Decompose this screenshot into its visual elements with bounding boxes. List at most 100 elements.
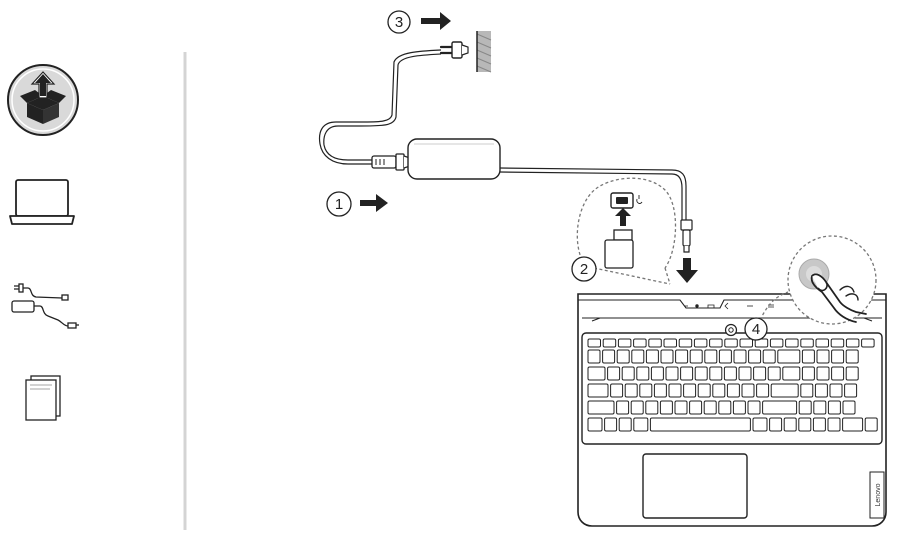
keyboard-key [756, 383, 770, 398]
keyboard-key [831, 366, 845, 381]
keyboard-key [842, 417, 864, 432]
keyboard-key [636, 366, 650, 381]
keyboard-key [709, 338, 723, 348]
step-3-label: 3 [387, 10, 411, 34]
keyboard-key [762, 349, 776, 364]
keyboard-key [801, 349, 815, 364]
keyboard-key [798, 417, 812, 432]
keyboard-key [624, 383, 638, 398]
keyboard-key [767, 366, 781, 381]
keyboard-key [618, 417, 632, 432]
dc-plug-icon [680, 219, 693, 253]
keyboard-key [845, 349, 859, 364]
keyboard-key [694, 366, 708, 381]
cord-connector-icon [371, 153, 411, 171]
keyboard-key [683, 383, 697, 398]
keyboard-key [718, 400, 732, 415]
step-1-label: 1 [326, 191, 352, 217]
keyboard-key [844, 383, 858, 398]
keyboard-key [800, 383, 814, 398]
keyboard-key [665, 366, 679, 381]
keyboard-key [639, 383, 653, 398]
keyboard-key [693, 338, 708, 348]
keyboard-key [602, 349, 616, 364]
svg-text:Lenovo: Lenovo [875, 483, 882, 506]
keyboard-key [783, 417, 797, 432]
keyboard-key [738, 366, 752, 381]
keyboard-key [801, 366, 815, 381]
keyboard-key [616, 400, 630, 415]
keyboard-key [631, 349, 645, 364]
keyboard-key [829, 383, 843, 398]
step-3-arrow-icon [421, 12, 451, 30]
step-2-label: 2 [571, 256, 597, 282]
step-2-callout [576, 177, 677, 285]
keyboard-key [747, 400, 761, 415]
keyboard-key [830, 338, 845, 348]
keyboard-key [845, 366, 859, 381]
documents-icon [25, 375, 61, 421]
keyboard-key [770, 383, 799, 398]
lenovo-logo: Lenovo [869, 471, 885, 519]
keyboard-key [845, 338, 860, 348]
keyboard-key [782, 366, 801, 381]
keyboard-key [680, 366, 694, 381]
insert-arrow-icon [615, 208, 631, 226]
keyboard-key [831, 349, 845, 364]
keyboard-key [674, 400, 688, 415]
keyboard-key [762, 400, 798, 415]
step-1-arrow-icon [360, 194, 388, 212]
svg-text:1: 1 [335, 196, 343, 213]
keyboard-key [724, 338, 738, 348]
keyboard-key [660, 349, 674, 364]
keyboard-key [621, 366, 635, 381]
touchpad [642, 453, 748, 519]
keyboard-key [732, 400, 746, 415]
keyboard-key [678, 338, 693, 348]
laptop-icon [9, 179, 75, 225]
ac-plug-icon [439, 41, 469, 59]
keyboard-key [769, 338, 784, 348]
keyboard-key [602, 338, 617, 348]
dc-cable [499, 167, 687, 222]
keyboard-key [659, 400, 673, 415]
keyboard-key [769, 417, 783, 432]
keyboard-key [648, 338, 662, 348]
keyboard-key [587, 349, 601, 364]
keyboard-key [800, 338, 814, 348]
keyboard-key [630, 400, 644, 415]
keyboard-key [816, 349, 830, 364]
keyboard [581, 332, 883, 445]
svg-text:2: 2 [580, 261, 588, 278]
keyboard-key [645, 400, 659, 415]
keyboard-key [663, 338, 677, 348]
keyboard-key [604, 417, 618, 432]
keyboard-key [633, 417, 649, 432]
keyboard-key [814, 383, 828, 398]
keyboard-key [812, 417, 826, 432]
keyboard-key [739, 338, 753, 348]
keyboard-key [645, 349, 659, 364]
keyboard-key [703, 400, 717, 415]
keyboard-key [864, 417, 878, 432]
power-adapter-brick [407, 138, 501, 180]
keyboard-key [752, 417, 768, 432]
status-indicators [684, 302, 774, 310]
step-4-label: 4 [744, 317, 768, 341]
keyboard-key [587, 417, 603, 432]
keyboard-key [733, 349, 747, 364]
ac-cord [318, 49, 442, 165]
step-4-callout [759, 235, 877, 325]
keyboard-key [777, 349, 801, 364]
keyboard-key [827, 417, 841, 432]
svg-text:4: 4 [752, 321, 760, 338]
keyboard-key [587, 338, 601, 348]
svg-text:3: 3 [395, 14, 403, 31]
keyboard-key [610, 383, 624, 398]
keyboard-key [813, 400, 827, 415]
keyboard-key [748, 349, 762, 364]
keyboard-key [709, 366, 723, 381]
unbox-icon [7, 64, 79, 136]
keyboard-key [741, 383, 755, 398]
